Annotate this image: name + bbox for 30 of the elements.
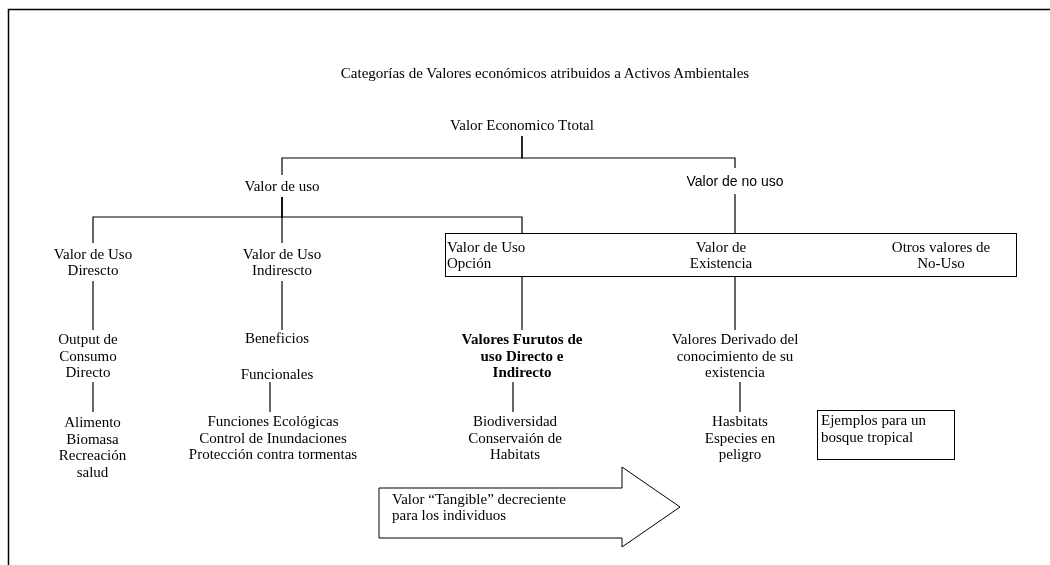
node-label: Biodiversidad Conservaión de Habitats xyxy=(455,412,575,464)
node-label: Valor Economico Ttotal xyxy=(437,114,607,136)
connector-line xyxy=(269,381,271,413)
connector-line xyxy=(521,275,523,331)
connector-line xyxy=(92,280,94,331)
connector-line xyxy=(734,275,736,331)
connector-line xyxy=(521,135,736,169)
connector-line xyxy=(512,381,514,413)
node-label: Alimento Biomasa Recreación salud xyxy=(30,412,155,482)
node-label: Valores Furutos de uso Directo e Indirecto xyxy=(452,330,592,382)
node-label: Beneficios Funcionales xyxy=(207,330,347,382)
diagram-title: Categorías de Valores económicos atribuidos a Activos Ambientales xyxy=(340,65,750,81)
node-label: Valor de Uso Indirescto xyxy=(227,243,337,281)
node-label: Valor de uso xyxy=(222,175,342,197)
connector-line xyxy=(739,381,741,413)
connector-line xyxy=(734,193,736,235)
node-label: Output de Consumo Directo xyxy=(38,330,138,382)
connector-line xyxy=(281,196,523,235)
connector-line xyxy=(92,381,94,413)
group-box xyxy=(445,233,1017,277)
note-box: Ejemplos para un bosque tropical xyxy=(817,410,955,460)
node-label: Valor de Uso Direscto xyxy=(38,243,148,281)
block-arrow: Valor “Tangible” decreciente para los individuos xyxy=(378,466,682,548)
connector-line xyxy=(281,280,283,331)
node-label: Valores Derivado del conocimiento de su existencia xyxy=(655,330,815,382)
node-label: Valor de Uso Opción xyxy=(447,234,547,276)
node-label: Valor de Existencia xyxy=(671,234,771,276)
node-label: Funciones Ecológicas Control de Inundaciones Protección contra tormentas xyxy=(178,412,368,464)
node-label: Hasbitats Especies en peligro xyxy=(695,412,785,464)
node-label: Otros valores de No-Uso xyxy=(881,234,1001,276)
